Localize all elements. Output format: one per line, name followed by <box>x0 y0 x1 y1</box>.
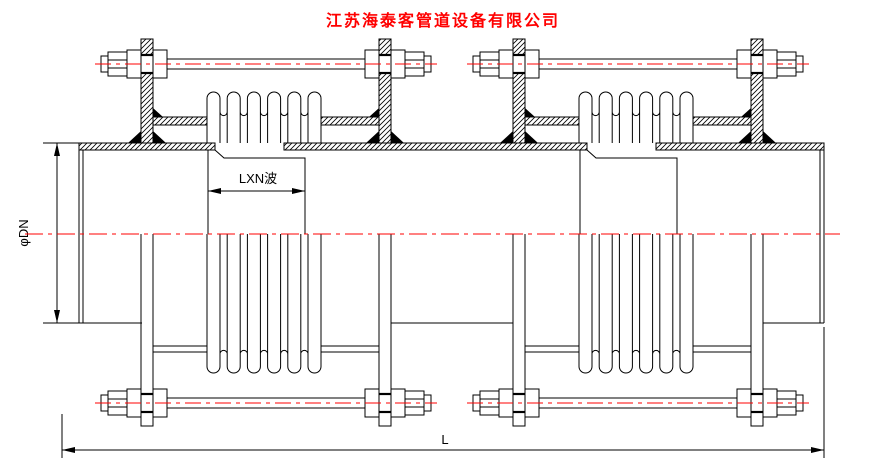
pipe <box>78 142 825 324</box>
dimension-label-bellows-length: LXN波 <box>239 171 277 186</box>
pipe-wall-section <box>283 142 588 151</box>
arrowhead-left <box>62 447 75 453</box>
company-title: 江苏海泰客管道设备有限公司 <box>326 11 560 30</box>
arrowhead-up <box>54 143 60 156</box>
dimension-line <box>61 327 825 458</box>
arrowhead-right <box>811 447 824 453</box>
arrowhead-right <box>292 188 305 194</box>
pipe-wall-section <box>655 142 825 151</box>
dimension-line <box>43 142 142 324</box>
dimension-diameter: φDN <box>16 142 142 324</box>
bellows-unit-2 <box>465 37 811 428</box>
dimension-label-diameter: φDN <box>16 219 31 246</box>
pipe-wall-section <box>78 142 216 151</box>
dimension-label-total-length: L <box>441 432 448 447</box>
arrowhead-down <box>54 310 60 323</box>
bellows-unit-1 <box>93 37 439 428</box>
dimension-bellows-length: LXN波 <box>208 171 305 194</box>
arrowhead-left <box>208 188 221 194</box>
dimension-total-length: L <box>61 327 825 458</box>
pipe-end-lines <box>78 143 825 323</box>
